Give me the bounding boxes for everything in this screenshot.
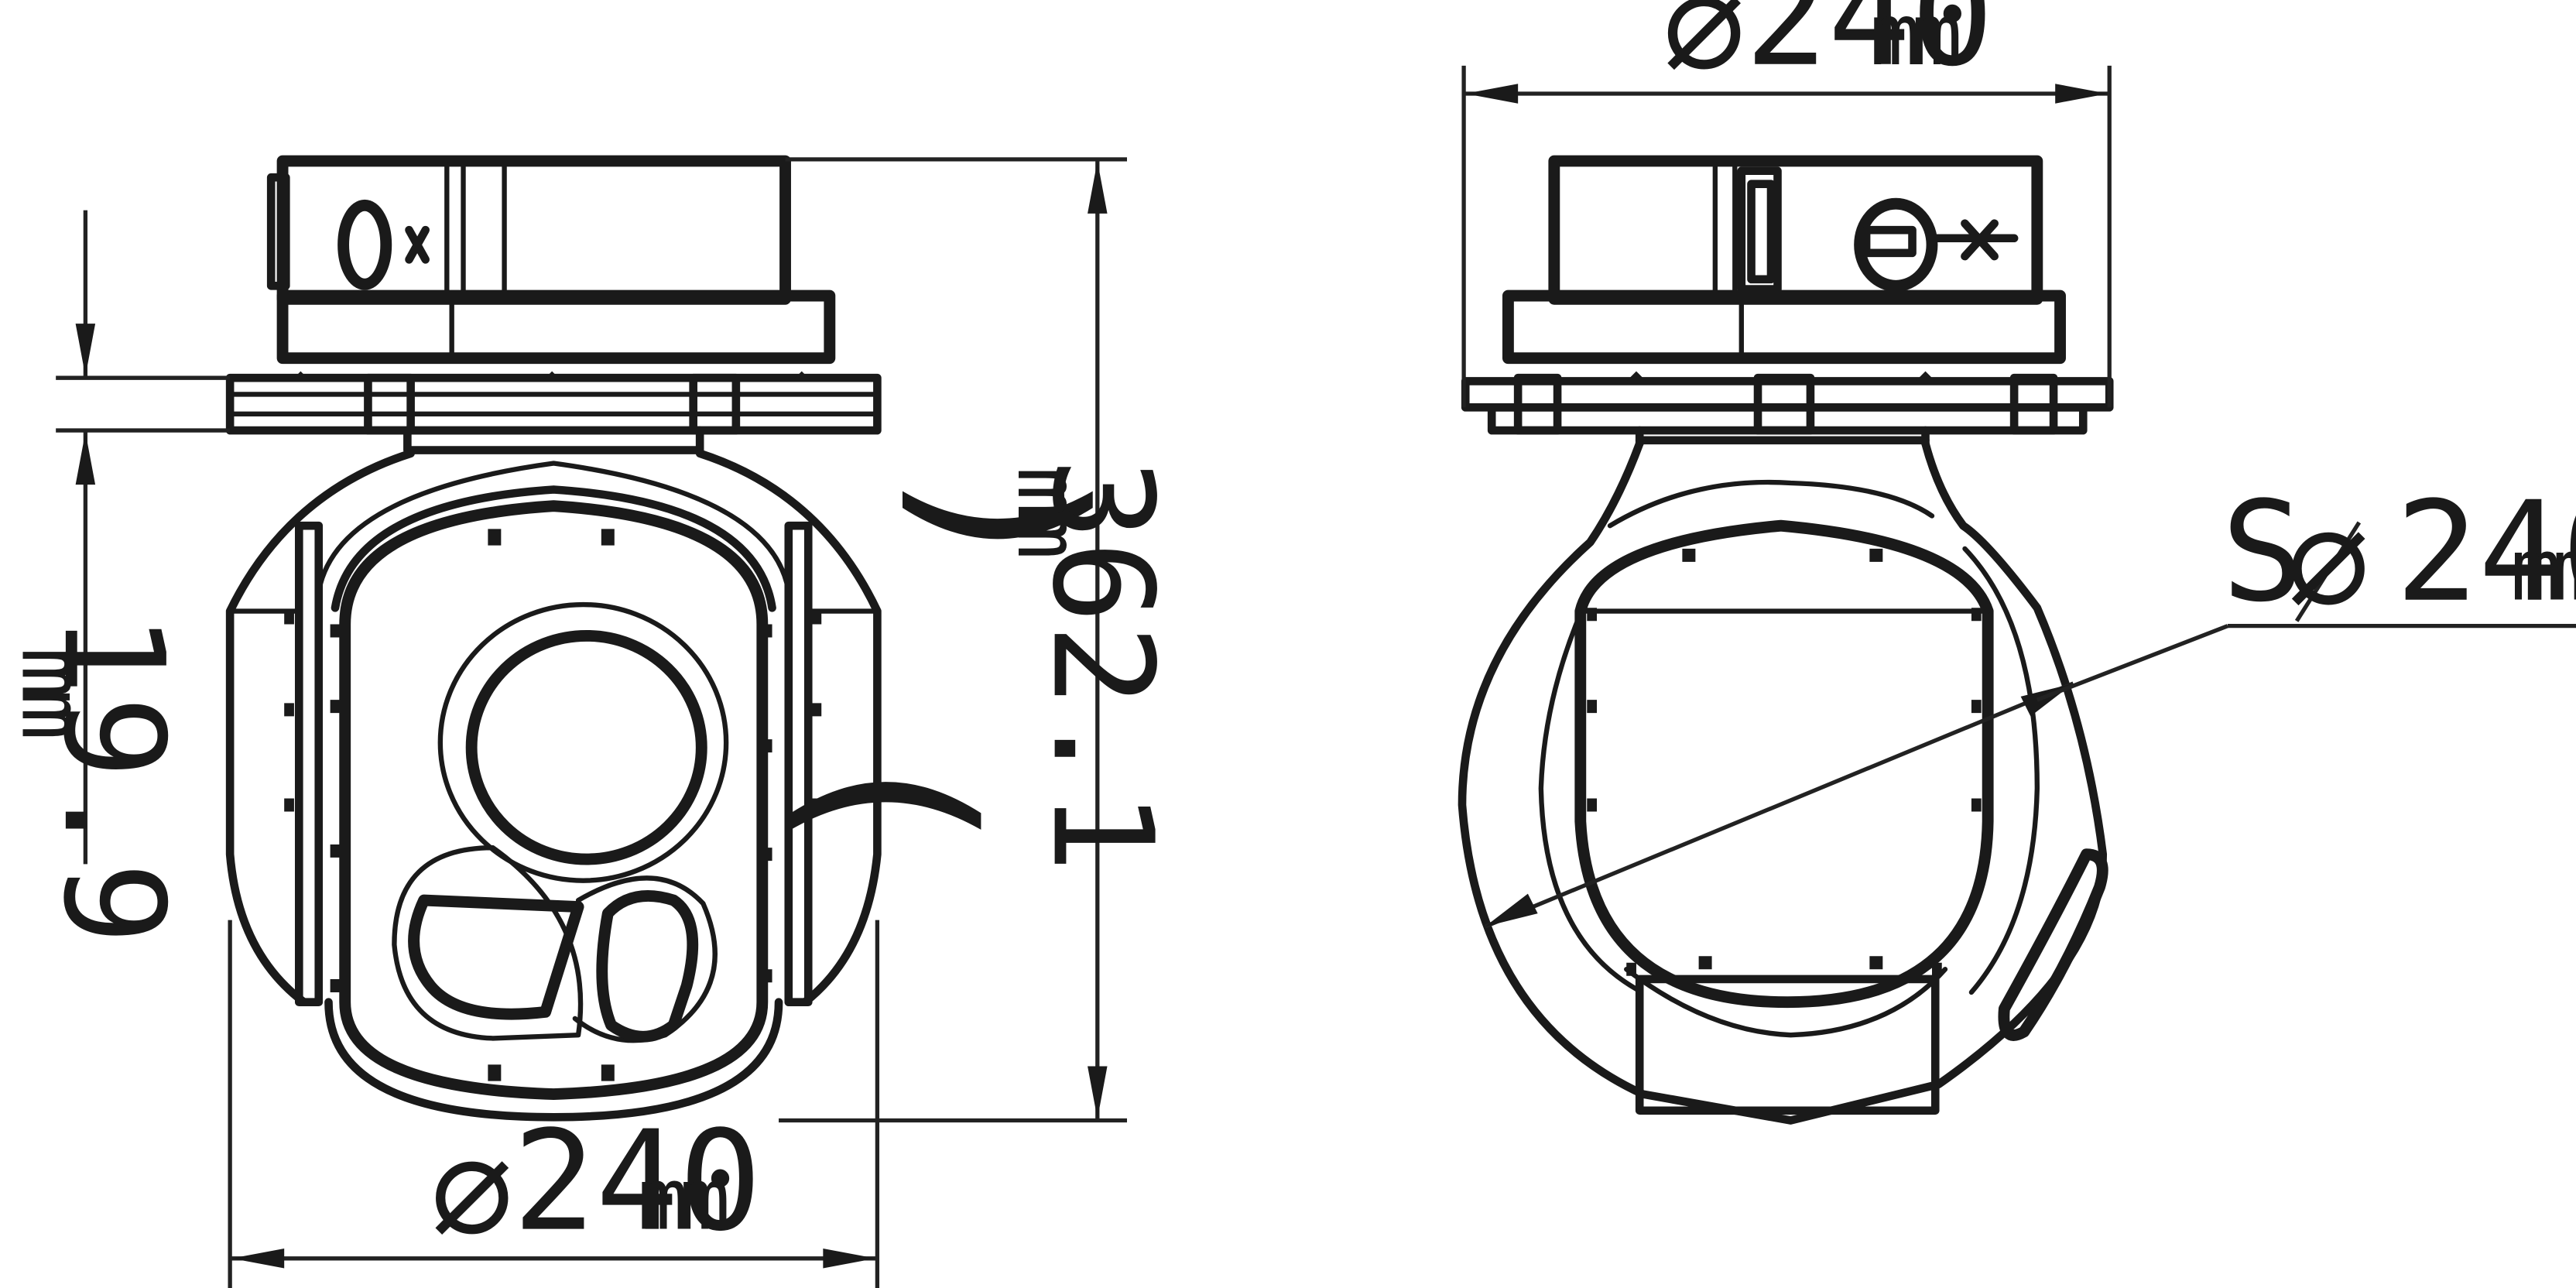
front-gimbal — [225, 449, 882, 1122]
side-ground-mark-icon — [1927, 219, 2019, 261]
main-lens — [465, 629, 707, 865]
sphere-prefix: S — [2221, 473, 2304, 633]
side-gimbal — [1458, 439, 2108, 1125]
side-flange — [1461, 371, 2114, 448]
front-flange — [225, 371, 882, 454]
side-width-value: 240 — [1745, 0, 1994, 98]
inner-housing — [1574, 519, 1994, 1009]
sphere-diameter-unit: mm — [2510, 522, 2576, 621]
sphere-diameter-value: 240 — [2396, 473, 2576, 633]
side-view — [1458, 155, 2114, 1125]
side-connector-icon — [1854, 197, 1938, 292]
connector-icon — [337, 199, 392, 290]
flange-thickness-dimension: 19.9 mm — [2, 210, 231, 945]
side-mount-box — [1502, 155, 2066, 365]
front-mount-box — [266, 155, 836, 365]
flange-thickness-value: 19.9 — [33, 612, 193, 944]
front-width-unit: mm — [638, 1151, 728, 1250]
secondary-lens — [408, 894, 584, 1020]
main-lens-outer — [437, 601, 729, 883]
front-lenses — [392, 601, 729, 1043]
front-view — [225, 155, 882, 1122]
height-open-paren: ( — [867, 455, 1115, 584]
sphere-diameter-symbol: ⌀ — [2287, 476, 2369, 636]
sphere-diameter-dimension: S ⌀ 240 mm — [1484, 473, 2576, 929]
front-width-value: 240 — [512, 1102, 762, 1262]
side-diameter-symbol: ⌀ — [1663, 0, 1745, 101]
height-close-paren: ) — [755, 738, 1004, 866]
sphere-outline — [1458, 439, 2108, 1125]
front-height-dimension: ( 362.1 ) mm — [755, 157, 1182, 1123]
tertiary-lens — [596, 890, 699, 1043]
height-unit: mm — [998, 467, 1097, 557]
flange-thickness-unit: mm — [2, 647, 101, 737]
front-width-dimension: ⌀ 240 mm — [228, 920, 880, 1288]
diameter-symbol: ⌀ — [430, 1105, 513, 1266]
ground-mark-icon — [405, 225, 430, 264]
side-width-dimension: ⌀ 240 mm — [1461, 0, 2112, 408]
height-value: 362.1 — [1022, 457, 1182, 873]
side-width-unit: mm — [1869, 0, 1959, 85]
